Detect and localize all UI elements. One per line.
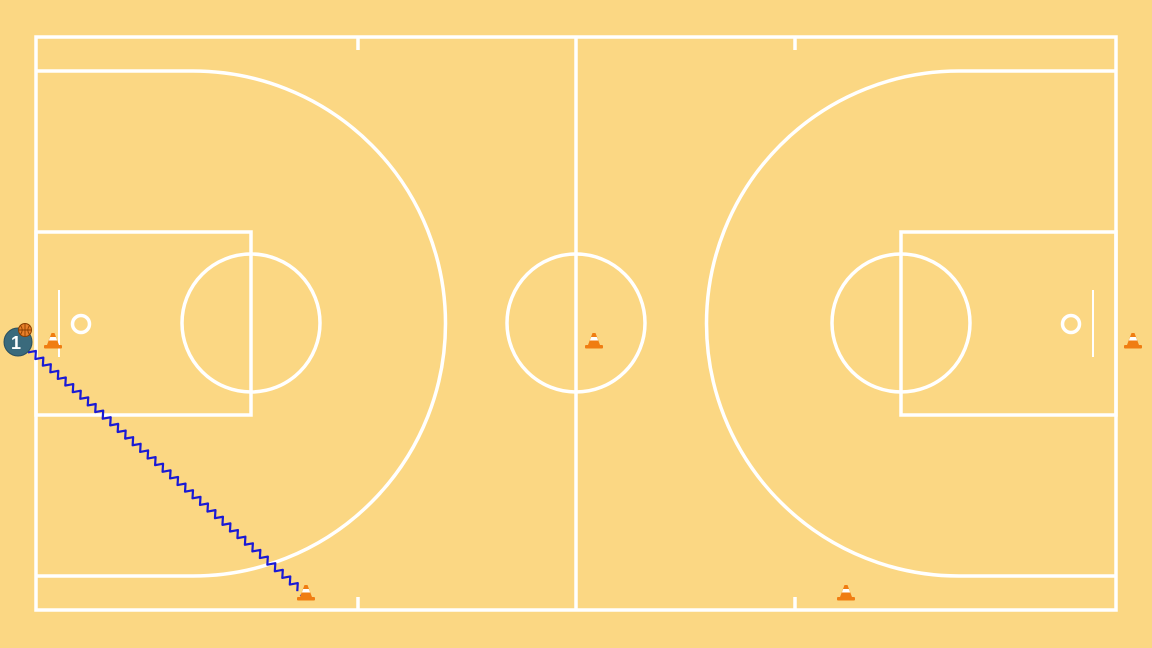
basketball-icon bbox=[18, 323, 32, 337]
cone-right-baseline-icon[interactable] bbox=[1124, 333, 1142, 349]
right-rim bbox=[1060, 313, 1082, 335]
left-free-throw-circle bbox=[180, 252, 322, 394]
right-key bbox=[899, 230, 1118, 417]
left-key bbox=[34, 230, 253, 417]
cone-center-icon[interactable] bbox=[585, 333, 603, 349]
right-three-point-line bbox=[704, 69, 1116, 578]
cones-layer bbox=[44, 333, 1142, 601]
cone-right-sideline-icon[interactable] bbox=[837, 585, 855, 601]
center-circle bbox=[505, 252, 647, 394]
left-three-point-line bbox=[36, 69, 448, 578]
right-free-throw-circle bbox=[830, 252, 972, 394]
cone-left-sideline-icon[interactable] bbox=[297, 585, 315, 601]
player-1[interactable]: 1 bbox=[3, 323, 33, 357]
cone-left-baseline-icon[interactable] bbox=[44, 333, 62, 349]
left-rim bbox=[70, 313, 92, 335]
player-1-label: 1 bbox=[11, 333, 21, 353]
court-lines bbox=[34, 35, 1118, 612]
dribble-path bbox=[27, 349, 299, 592]
players-layer: 1 bbox=[3, 323, 33, 357]
